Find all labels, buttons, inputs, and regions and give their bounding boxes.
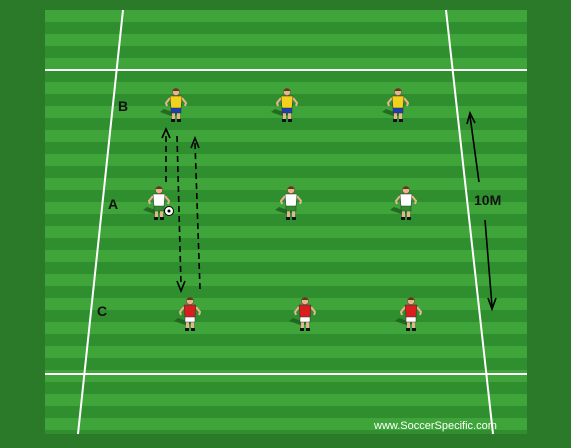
distance-arrow-down-head <box>487 297 497 312</box>
player-b <box>382 88 410 122</box>
left-line <box>77 9 124 435</box>
players <box>143 88 423 331</box>
distance-label: 10M <box>474 192 501 208</box>
grass-stripe <box>45 370 527 382</box>
grass-stripe <box>45 178 527 190</box>
player-c <box>395 297 423 331</box>
arrow-a-to-b-head <box>161 127 171 139</box>
ball <box>164 206 174 216</box>
row-label-a: A <box>108 196 118 212</box>
arrow-b-to-c-head <box>176 280 186 294</box>
grass-stripe <box>45 418 527 430</box>
row-label-c: C <box>97 303 107 319</box>
arrow-c-to-b-head <box>190 135 200 149</box>
grass-stripe <box>45 238 527 250</box>
distance-marker <box>466 110 497 312</box>
player-b <box>271 88 299 122</box>
grass-stripe <box>45 430 527 434</box>
grass-stripe <box>45 142 527 154</box>
player-c <box>289 297 317 331</box>
player-a <box>390 186 418 220</box>
distance-arrow-down <box>484 219 493 307</box>
player-b <box>160 88 188 122</box>
grass-stripe <box>45 382 527 394</box>
grass-stripe <box>45 406 527 418</box>
distance-arrow-up <box>469 115 480 183</box>
player-c <box>174 297 202 331</box>
arrow-b-to-c <box>176 135 182 286</box>
movement-arrows <box>161 127 201 294</box>
grass-stripe <box>45 130 527 142</box>
grass-stripe <box>45 346 527 358</box>
grass-stripe <box>45 70 527 82</box>
grass-stripes <box>45 10 527 434</box>
grass-stripe <box>45 322 527 334</box>
grass-stripe <box>45 10 527 22</box>
grass-stripe <box>45 34 527 46</box>
grass-stripe <box>45 334 527 346</box>
grass-stripe <box>45 82 527 94</box>
grass-stripe <box>45 226 527 238</box>
watermark: www.SoccerSpecific.com <box>373 420 497 432</box>
grass-stripe <box>45 358 527 370</box>
player-a <box>275 186 303 220</box>
arrow-c-to-b <box>194 142 201 290</box>
grass-stripe <box>45 154 527 166</box>
grass-stripe <box>45 310 527 322</box>
grass-stripe <box>45 250 527 262</box>
player-a <box>143 186 171 220</box>
grass-stripe <box>45 22 527 34</box>
distance-arrow-up-head <box>466 110 476 125</box>
grass-stripe <box>45 46 527 58</box>
grass-stripe <box>45 118 527 130</box>
grass-stripe <box>45 394 527 406</box>
grass-stripe <box>45 58 527 70</box>
right-line <box>445 9 494 435</box>
grass-stripe <box>45 286 527 298</box>
grass-stripe <box>45 166 527 178</box>
grass-stripe <box>45 262 527 274</box>
grass-stripe <box>45 298 527 310</box>
row-label-b: B <box>118 98 128 114</box>
grass-stripe <box>45 274 527 286</box>
